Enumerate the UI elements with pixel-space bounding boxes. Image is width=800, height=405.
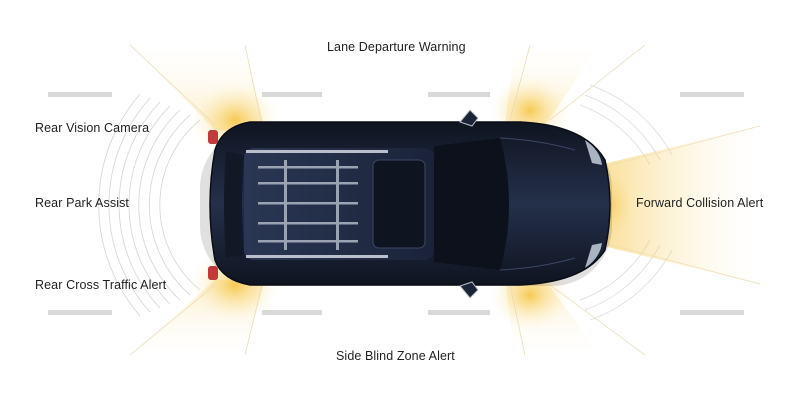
suv-top-view-icon	[200, 109, 612, 299]
rear-park-assist-label: Rear Park Assist	[35, 196, 129, 210]
lane-departure-warning-label: Lane Departure Warning	[327, 40, 466, 54]
forward-collision-alert-label: Forward Collision Alert	[636, 196, 764, 210]
lane-markings	[48, 92, 744, 315]
rear-vision-camera-label: Rear Vision Camera	[35, 121, 150, 135]
rear-cross-traffic-alert-label: Rear Cross Traffic Alert	[35, 278, 167, 292]
rear-sensor-waves-icon	[98, 93, 201, 317]
side-blind-zone-alert-label: Side Blind Zone Alert	[336, 349, 455, 363]
